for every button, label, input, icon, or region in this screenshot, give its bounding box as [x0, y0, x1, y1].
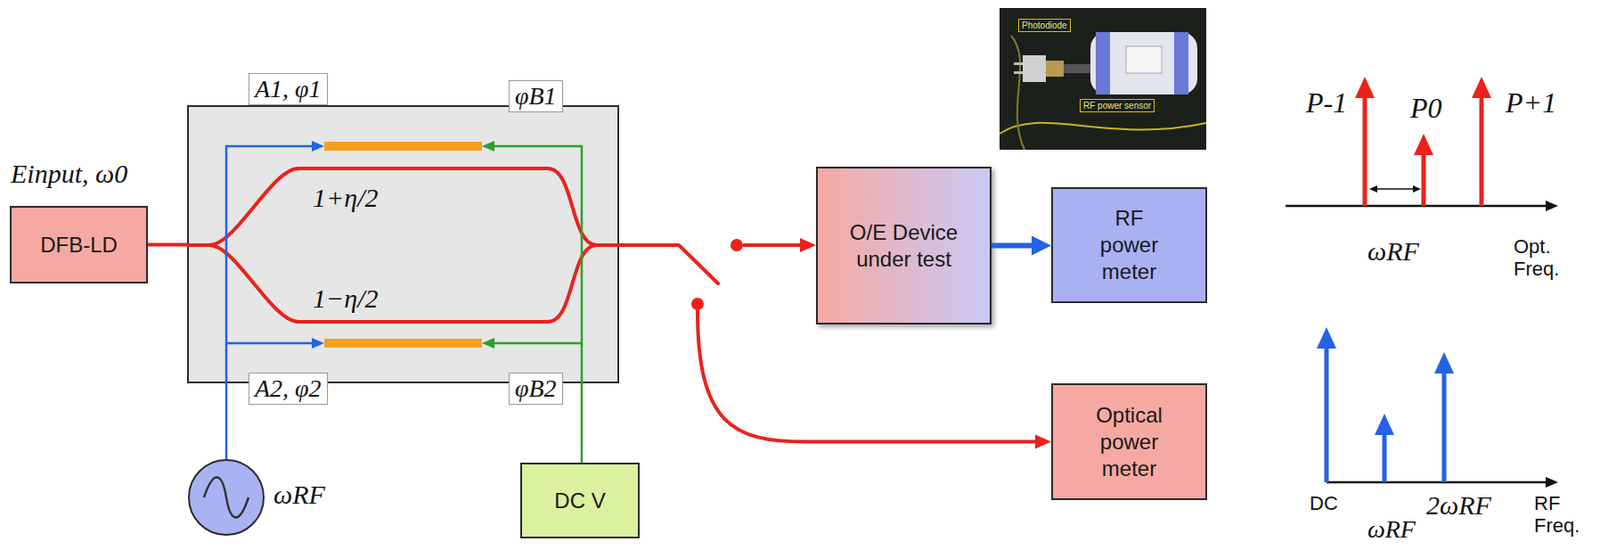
- spectral-line: [1363, 97, 1368, 206]
- rf-spectrum: [1326, 347, 1547, 482]
- optical-fiber: [619, 238, 801, 252]
- spectral-line: [1421, 154, 1427, 206]
- carrier-label: P0: [1410, 91, 1443, 125]
- spectral-line: [1382, 433, 1388, 482]
- tick-label: DC: [1309, 491, 1339, 515]
- axis-label: Opt. Freq.: [1513, 235, 1569, 281]
- tick-label: ωRF: [1367, 514, 1416, 544]
- optical-switch: [678, 244, 719, 284]
- box-label: DC V: [554, 487, 605, 515]
- laser-box: DFB-LD: [9, 205, 148, 284]
- sine-symbol: [189, 460, 263, 534]
- sensor-band: [1174, 32, 1189, 95]
- rf-drive-line-segment: [226, 342, 313, 345]
- electrical-output: [991, 244, 1033, 246]
- optical-fiber-segment: [147, 243, 188, 247]
- photo-caption: RF power sensor: [1079, 98, 1155, 113]
- optical-power-meter-box: Optical power meter: [1051, 383, 1208, 500]
- spacing-label: ωRF: [1367, 236, 1420, 268]
- drive-label: A1, φ1: [248, 73, 328, 106]
- axis: [1285, 204, 1547, 208]
- arm-label: 1+η/2: [312, 181, 378, 214]
- drive-label: A2, φ2: [248, 372, 328, 405]
- dc-bias-line-segment: [493, 146, 582, 463]
- rf-source: ωRF: [187, 458, 265, 536]
- dc-bias-line-segment: [493, 342, 582, 345]
- photo-caption: Photodiode: [1018, 18, 1071, 33]
- cable: [999, 122, 1207, 134]
- optical-fiber-segment: [742, 243, 801, 247]
- dc-supply-box: DC V: [520, 462, 640, 539]
- modulator-structure: [187, 105, 620, 384]
- rf-power-meter-box: RF power meter: [1051, 187, 1208, 303]
- box-label: RF power meter: [1085, 204, 1175, 286]
- electrode: [324, 338, 482, 348]
- axis: [1326, 481, 1547, 484]
- optical-fiber-segment: [619, 243, 679, 247]
- modulator-box: A1, φ1φB1A2, φ2φB21+η/21−η/2: [187, 105, 620, 384]
- photodiode-pin: [1013, 71, 1023, 74]
- input-field-label: Einput, ω0: [10, 158, 128, 190]
- box-label: DFB-LD: [40, 231, 118, 259]
- switch-contact: [691, 297, 704, 311]
- sideband-label: P-1: [1306, 86, 1347, 120]
- optical-fiber: [147, 244, 188, 245]
- optical-fiber-segment: [619, 243, 679, 247]
- photo-inset: [999, 8, 1207, 150]
- switch-arm: [678, 244, 719, 284]
- arm-label: 1−η/2: [312, 282, 378, 315]
- sensor-body: [1090, 32, 1198, 95]
- tick-label: 2ωRF: [1426, 489, 1492, 522]
- spectral-line: [1324, 347, 1330, 482]
- bias-label: φB1: [508, 80, 564, 113]
- bias-label: φB2: [508, 372, 564, 405]
- switch-contact: [730, 238, 743, 252]
- photo-ground: [999, 8, 1207, 150]
- photodiode-body: [1022, 55, 1046, 82]
- spectral-line: [1442, 372, 1447, 482]
- spectral-line: [1479, 97, 1485, 206]
- waveguide: [209, 244, 597, 322]
- sensor-band: [1095, 32, 1111, 95]
- rf-drive-line: [226, 146, 313, 459]
- optical-fiber-segment: [697, 310, 1037, 442]
- cable: [1011, 35, 1025, 150]
- connector: [1045, 60, 1064, 77]
- sideband-label: P+1: [1505, 86, 1557, 120]
- adapter: [1063, 64, 1093, 74]
- rf-drive-line-segment: [226, 146, 313, 459]
- electrode: [324, 141, 482, 151]
- sensor-sticker: [1126, 46, 1162, 74]
- sine-wave: [204, 477, 249, 518]
- dc-bias-line: [493, 146, 582, 463]
- electrical-output-segment: [991, 243, 1033, 249]
- photodiode-pin: [1013, 62, 1023, 66]
- axis-label: RF Freq.: [1534, 491, 1590, 538]
- source-label: ωRF: [273, 478, 326, 511]
- optical-fiber: [619, 244, 1037, 442]
- waveguide: [187, 168, 620, 245]
- box-label: Optical power meter: [1085, 401, 1175, 482]
- spacing-arrow: [1376, 187, 1414, 190]
- device-under-test-box: O/E Device under test: [816, 166, 992, 325]
- box-label: O/E Device under test: [837, 219, 972, 273]
